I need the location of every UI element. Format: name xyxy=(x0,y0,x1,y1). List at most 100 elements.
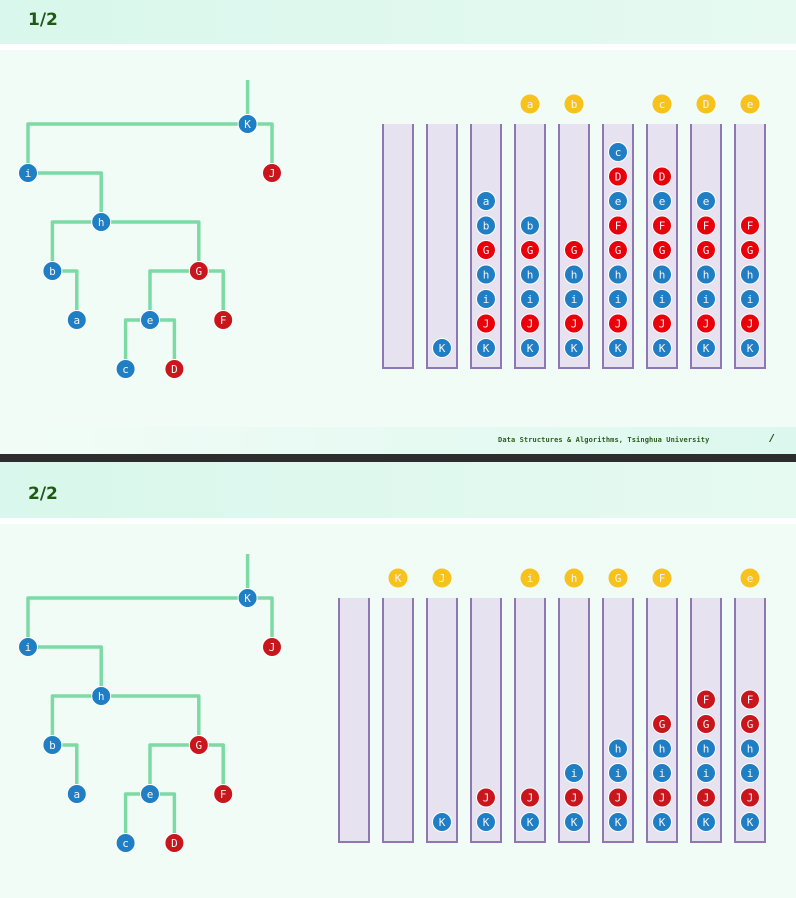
stack-item-K-label: K xyxy=(439,816,446,829)
stack-item-G-circle xyxy=(564,240,584,260)
stack-item-F-circle xyxy=(740,689,760,710)
stack-item-J: J xyxy=(476,787,496,808)
stack-item-h: h xyxy=(740,264,760,285)
stack-item-K: K xyxy=(520,812,540,832)
stack-item-F: F xyxy=(696,215,716,236)
stack-item-G: G xyxy=(740,240,760,260)
tree-node-a-label: a xyxy=(73,788,80,801)
stack-item-K: K xyxy=(476,338,496,358)
stack-item-e-label: e xyxy=(703,195,710,208)
tree-node-D-label: D xyxy=(171,363,178,376)
stack-item-i-circle xyxy=(740,289,760,309)
stack-item-h-circle xyxy=(696,738,716,759)
stack-item-b-circle xyxy=(476,215,496,236)
tree-node-D: D xyxy=(164,833,185,853)
stack-body xyxy=(339,598,369,842)
output-circle xyxy=(740,94,760,114)
stack-item-b: b xyxy=(520,215,540,236)
stack-item-i-circle xyxy=(696,289,716,309)
tree-node-a-label: a xyxy=(73,314,80,327)
tree-node-J-circle xyxy=(262,637,282,657)
stack-outline xyxy=(426,124,458,369)
stack-item-e-label: e xyxy=(659,195,666,208)
stack-item-e-circle xyxy=(652,191,672,211)
tree-node-D-circle xyxy=(164,359,185,379)
stack-item-b-circle xyxy=(520,215,540,236)
stack-item-h-label: h xyxy=(615,269,622,282)
tree-node-F: F xyxy=(213,310,234,330)
tree-node-h: h xyxy=(91,212,112,232)
tree-edge-h-b xyxy=(50,220,102,271)
tree-node-K-label: K xyxy=(244,592,251,605)
tree-node-e-label: e xyxy=(147,314,154,327)
stack-body xyxy=(427,124,457,368)
stack-item-G-circle xyxy=(652,714,672,734)
stack-item-J-circle xyxy=(520,313,540,334)
stack-item-K-label: K xyxy=(527,816,534,829)
stack-item-K-label: K xyxy=(659,342,666,355)
stack-4: KJ xyxy=(470,598,502,843)
title-divider xyxy=(0,44,796,50)
stack-item-K-circle xyxy=(652,812,672,832)
stack-item-G-label: G xyxy=(483,244,490,257)
tree-node-b-circle xyxy=(42,261,63,281)
stack-item-G: G xyxy=(608,240,628,260)
stack-item-J-circle xyxy=(652,313,672,334)
stack-item-b-label: b xyxy=(483,220,490,233)
stack-item-J: J xyxy=(696,313,716,334)
title-bar: 1/2 xyxy=(0,0,796,44)
stack-item-i-circle xyxy=(608,289,628,309)
stack-item-i: i xyxy=(564,763,584,783)
tree-node-G-circle xyxy=(188,261,209,281)
stack-item-i-label: i xyxy=(615,767,622,780)
stack-item-J-label: J xyxy=(483,318,490,331)
stack-item-h-label: h xyxy=(703,269,710,282)
stack-item-J: J xyxy=(652,787,672,808)
stack-item-G: G xyxy=(740,714,760,734)
stack-item-K-circle xyxy=(564,812,584,832)
stack-item-i-circle xyxy=(740,763,760,783)
stack-item-h-label: h xyxy=(659,743,666,756)
stack-item-h-circle xyxy=(564,264,584,285)
stack-item-K: K xyxy=(652,338,672,358)
stack-item-K-circle xyxy=(476,338,496,358)
output-label: e xyxy=(747,98,754,111)
output-label: D xyxy=(703,98,710,111)
tree-node-c-label: c xyxy=(122,363,129,376)
stack-item-e-circle xyxy=(696,191,716,211)
tree-edge-h-b xyxy=(50,694,102,745)
tree-node-J: J xyxy=(262,637,282,657)
tree-edge-h-G xyxy=(101,220,201,271)
output-circle xyxy=(520,568,540,588)
stack-item-h-circle xyxy=(652,264,672,285)
output-circle xyxy=(652,94,672,114)
stack-item-i: i xyxy=(740,289,760,309)
stack-item-i: i xyxy=(564,289,584,309)
stack-item-i: i xyxy=(476,289,496,309)
visited-output-h: h xyxy=(564,568,584,588)
stack-outline xyxy=(558,124,590,369)
stack-item-K-label: K xyxy=(439,342,446,355)
stack-3: K xyxy=(426,598,458,843)
stack-item-h-circle xyxy=(608,264,628,285)
stack-item-K-label: K xyxy=(747,816,754,829)
output-label: G xyxy=(615,572,622,585)
stack-item-h: h xyxy=(476,264,496,285)
stack-item-c: c xyxy=(608,142,628,162)
stack-item-i-circle xyxy=(564,289,584,309)
stack-item-h: h xyxy=(652,264,672,285)
stack-item-K: K xyxy=(520,338,540,358)
stack-item-J: J xyxy=(608,313,628,334)
stack-item-K-label: K xyxy=(483,816,490,829)
tree-node-K: K xyxy=(237,114,258,134)
stack-item-G: G xyxy=(564,240,584,260)
stack-outline xyxy=(690,124,722,369)
tree-node-i-label: i xyxy=(25,641,32,654)
